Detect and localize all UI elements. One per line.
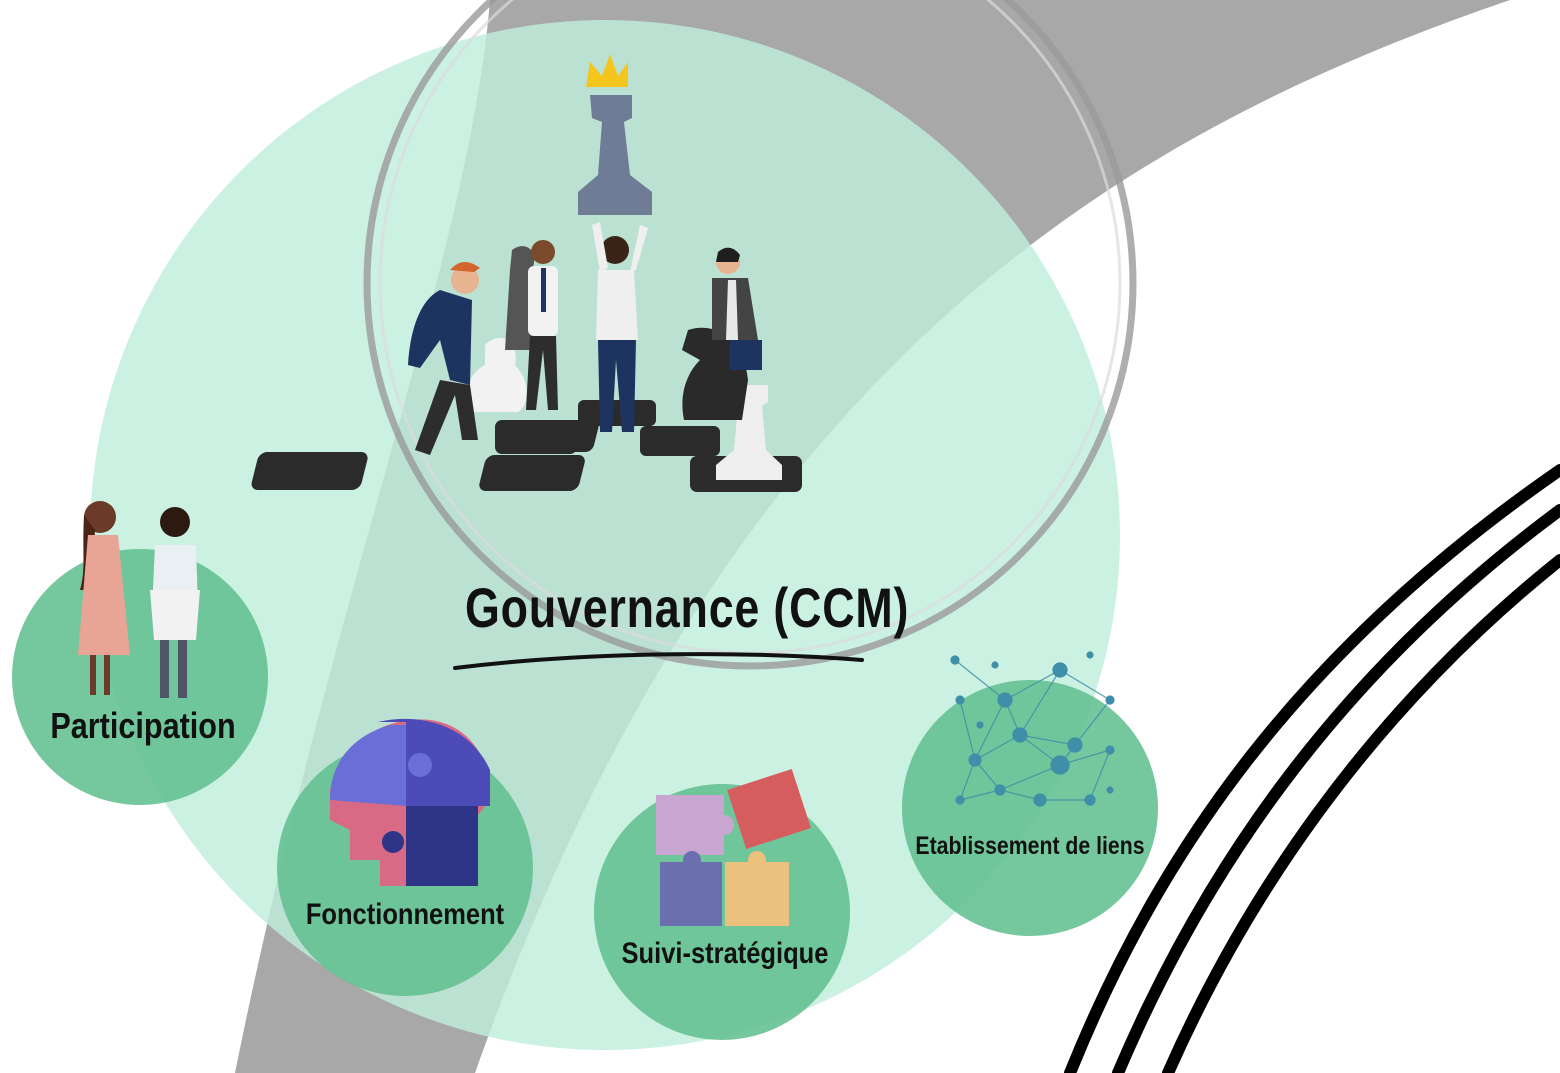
node-label-liens: Etablissement de liens <box>915 832 1145 860</box>
head-puzzle-icon <box>330 718 491 886</box>
node-label-participation: Participation <box>50 705 236 746</box>
network-icon <box>950 651 1115 807</box>
diagram-title: Gouvernance (CCM) <box>465 576 910 639</box>
node-label-suivi: Suivi-stratégique <box>621 937 829 970</box>
women-people-icon <box>78 501 200 698</box>
node-label-fonctionnement: Fonctionnement <box>305 898 505 931</box>
black-arc-lines <box>1064 464 1560 1073</box>
chess-team-icon <box>251 54 802 492</box>
node-circle-participation <box>12 549 268 805</box>
lens-ring <box>363 0 1137 670</box>
puzzle-pieces-icon <box>656 769 811 926</box>
node-circle-liens <box>902 680 1158 936</box>
title-underline <box>453 652 864 670</box>
